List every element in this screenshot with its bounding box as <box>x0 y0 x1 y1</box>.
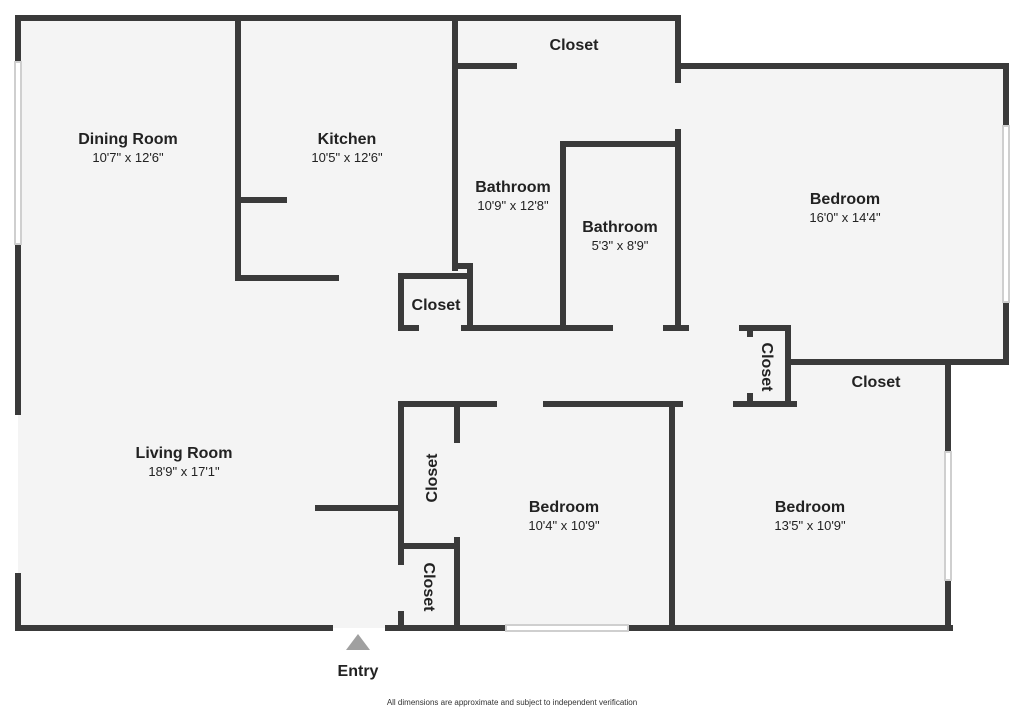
room-name-dining: Dining Room <box>78 131 178 148</box>
floor-bedroom-right <box>678 66 1006 362</box>
disclaimer-note: All dimensions are approximate and subje… <box>387 698 637 707</box>
closet-label-left-lower: Closet <box>420 563 437 613</box>
room-labels: Dining Room 10'7" x 12'6" Kitchen 10'5" … <box>78 37 901 707</box>
entry-label: Entry <box>338 663 379 680</box>
room-name-bedroom2: Bedroom <box>529 499 599 516</box>
window-left <box>14 61 22 245</box>
entry-arrow-icon <box>346 634 370 650</box>
walls <box>15 15 1009 631</box>
floor-bedroom-lower <box>678 362 948 628</box>
window-right-lower <box>944 451 952 581</box>
room-dims-bath2: 5'3" x 8'9" <box>592 238 649 253</box>
closet-label-kitchen: Closet <box>412 297 462 314</box>
windows <box>14 61 1010 632</box>
floor-fills <box>18 18 1006 628</box>
closet-label-hall: Closet <box>758 343 775 393</box>
window-right-upper <box>1002 125 1010 303</box>
room-name-kitchen: Kitchen <box>318 131 377 148</box>
room-name-living: Living Room <box>136 445 233 462</box>
closet-label-bedroom3: Closet <box>852 374 902 391</box>
room-name-bath1: Bathroom <box>475 179 551 196</box>
room-name-bath2: Bathroom <box>582 219 658 236</box>
window-bottom <box>505 624 629 632</box>
room-dims-bath1: 10'9" x 12'8" <box>477 198 549 213</box>
room-dims-bedroom3: 13'5" x 10'9" <box>774 518 846 533</box>
room-name-bedroom1: Bedroom <box>810 191 880 208</box>
floor-main <box>18 18 678 628</box>
room-dims-kitchen: 10'5" x 12'6" <box>311 150 383 165</box>
room-dims-bedroom2: 10'4" x 10'9" <box>528 518 600 533</box>
room-dims-bedroom1: 16'0" x 14'4" <box>809 210 881 225</box>
room-dims-dining: 10'7" x 12'6" <box>92 150 164 165</box>
room-dims-living: 18'9" x 17'1" <box>148 464 220 479</box>
room-name-bedroom3: Bedroom <box>775 499 845 516</box>
closet-label-top: Closet <box>550 37 600 54</box>
closet-label-left-upper: Closet <box>424 453 441 503</box>
